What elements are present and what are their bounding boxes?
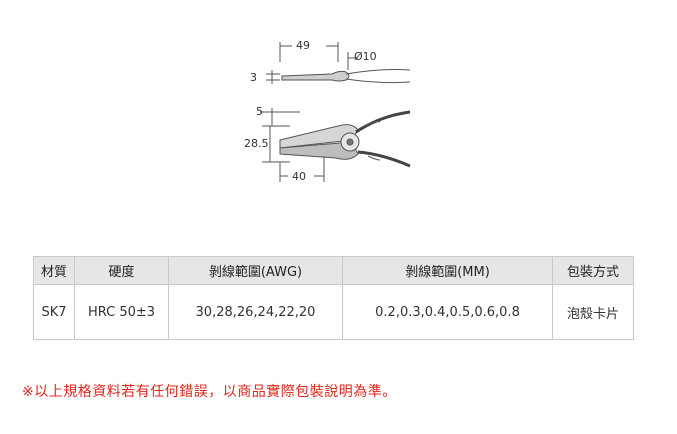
header-packaging: 包裝方式	[552, 256, 634, 285]
dim-40-label: 40	[292, 170, 306, 183]
header-hardness: 硬度	[74, 256, 169, 285]
cell-awg-range: 30,28,26,24,22,20	[168, 284, 343, 340]
dim-49-label: 49	[296, 39, 310, 52]
dim-3-label: 3	[250, 71, 257, 84]
cell-mm-range: 0.2,0.3,0.4,0.5,0.6,0.8	[342, 284, 553, 340]
disclaimer-note: ※以上規格資料若有任何錯誤，以商品實際包裝說明為準。	[22, 384, 397, 400]
pliers-dimension-drawing: 49 Ø10 3 5 28.5 40	[244, 39, 411, 183]
table-row: SK7 HRC 50±3 30,28,26,24,22,20 0.2,0.3,0…	[33, 284, 634, 340]
spec-table: 材質 硬度 剝線範圍(AWG) 剝線範圍(MM) 包裝方式 SK7 HRC 50…	[33, 256, 634, 340]
header-mm-range: 剝線範圍(MM)	[342, 256, 553, 285]
table-header-row: 材質 硬度 剝線範圍(AWG) 剝線範圍(MM) 包裝方式	[33, 256, 634, 285]
top-view	[266, 42, 411, 84]
header-awg-range: 剝線範圍(AWG)	[168, 256, 343, 285]
side-view	[260, 108, 411, 182]
dim-5-label: 5	[256, 105, 263, 118]
dim-28-5-label: 28.5	[244, 137, 269, 150]
cell-material: SK7	[33, 284, 75, 340]
header-material: 材質	[33, 256, 75, 285]
dim-diameter-label: Ø10	[354, 50, 377, 63]
cell-hardness: HRC 50±3	[74, 284, 169, 340]
cell-packaging: 泡殼卡片	[552, 284, 634, 340]
